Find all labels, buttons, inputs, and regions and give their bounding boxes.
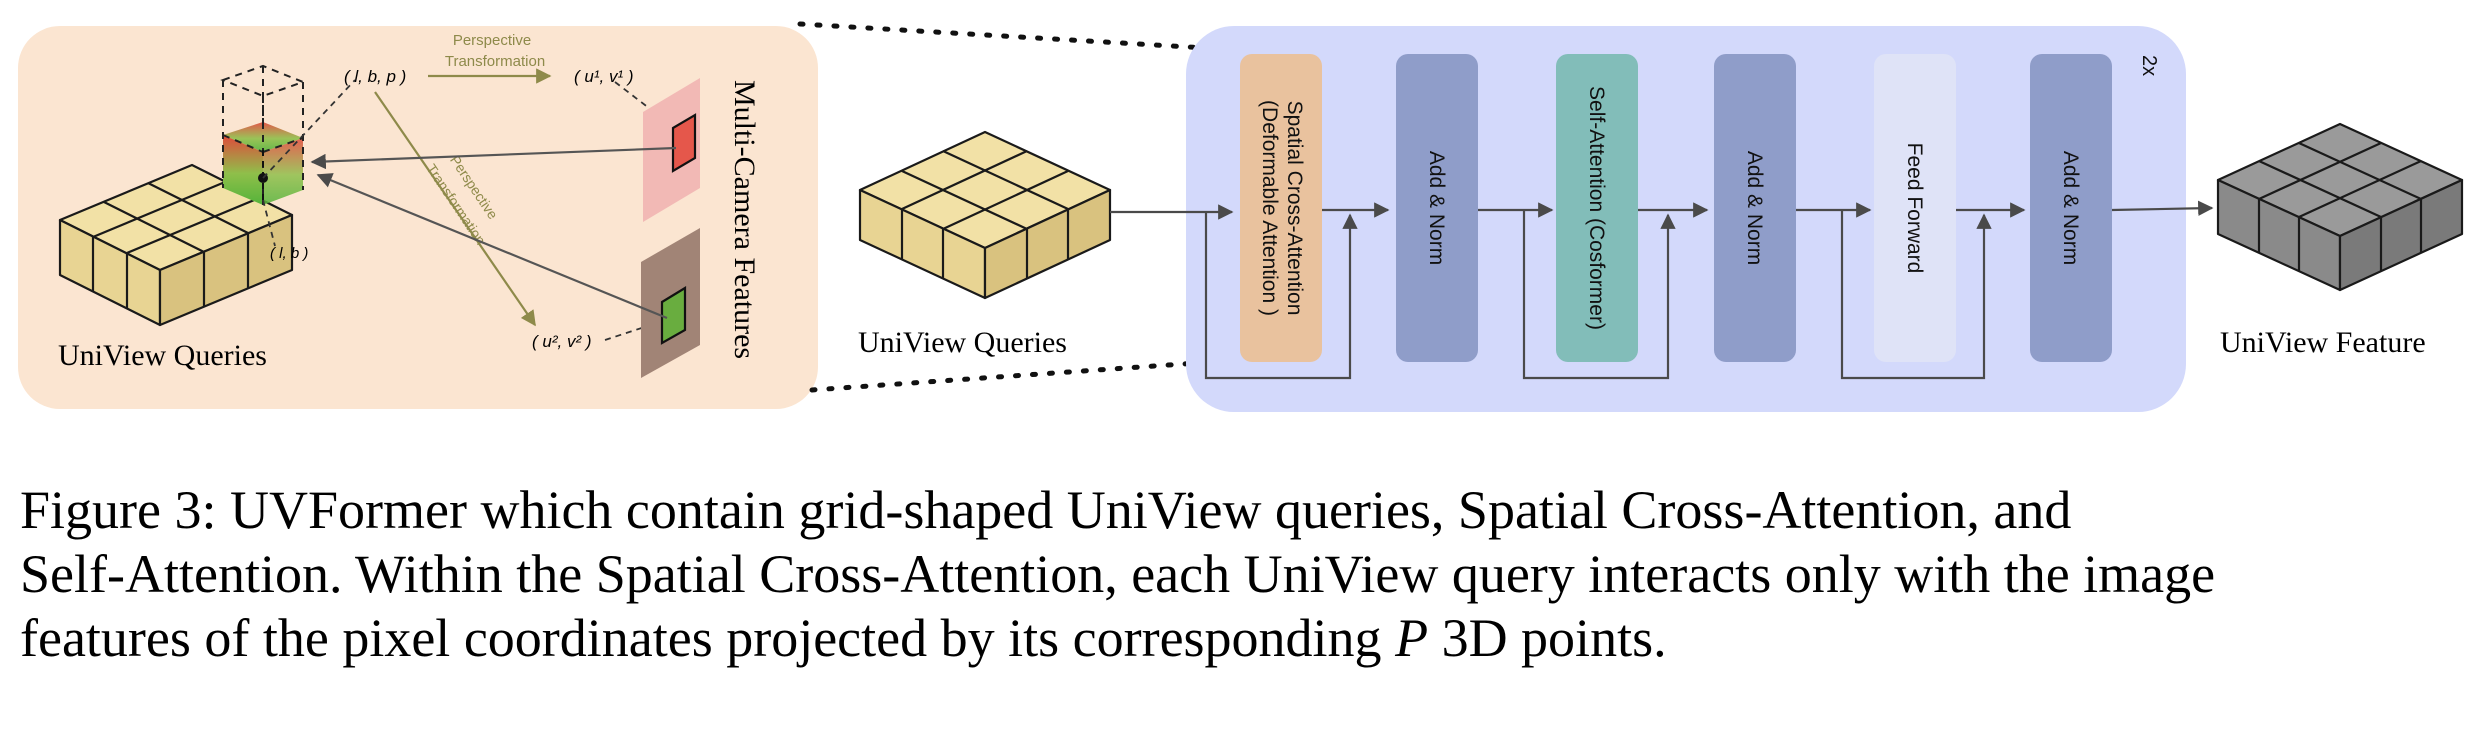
caption-line-3: features of the pixel coordinates projec… — [20, 606, 2460, 670]
left-queries-label: UniView Queries — [58, 339, 267, 372]
figure-caption: Figure 3: UVFormer which contain grid-sh… — [20, 478, 2460, 670]
add-norm-label-2: Add & Norm — [1743, 151, 1766, 265]
caption-line-2: Self-Attention. Within the Spatial Cross… — [20, 544, 2216, 604]
output-feature-label: UniView Feature — [2220, 326, 2426, 359]
left-panel — [18, 26, 818, 409]
output-feature-grid — [2216, 122, 2464, 292]
add-norm-label-1: Add & Norm — [1425, 151, 1448, 265]
zoom-line-bottom — [809, 357, 1243, 393]
feed-forward-label: Feed Forward — [1903, 143, 1926, 274]
feed-forward-block — [1874, 54, 1956, 362]
cell-label: ( l, b ) — [270, 245, 308, 262]
sample-arrow-2 — [316, 173, 668, 320]
caption-line-3-start: features of the pixel coordinates projec… — [20, 608, 1396, 668]
uv1-label: ( u¹, v¹ ) — [574, 67, 634, 86]
sca-label-2: (Deformable Attention ) — [1258, 100, 1281, 316]
self-attention-block — [1556, 54, 1638, 362]
query-pillar — [220, 64, 356, 247]
add-norm-block-3 — [2030, 54, 2112, 362]
caption-variable-p: P — [1395, 608, 1429, 668]
middle-queries-label: UniView Queries — [858, 326, 1067, 359]
sca-label-1: Spatial Cross-Attention — [1283, 101, 1306, 316]
zoom-line-top — [797, 21, 1243, 53]
architecture-diagram: UniView Queries ( l, b, p ) ( l, b ) Per… — [18, 21, 2464, 412]
encoder-connections — [1110, 200, 2214, 380]
camera-feature-1 — [643, 78, 700, 222]
camera-feature-2 — [641, 228, 700, 378]
transform-label-top-1: Perspective — [453, 32, 531, 49]
self-attention-label: Self-Attention (Cosformer) — [1585, 86, 1608, 330]
multi-camera-features-label: Multi-Camera Features — [728, 80, 761, 359]
add-norm-block-2 — [1714, 54, 1796, 362]
spatial-cross-attention-block — [1240, 54, 1322, 362]
point-label: ( l, b, p ) — [344, 67, 406, 86]
sample-arrow-1 — [310, 146, 677, 170]
repeat-label: 2x — [2138, 55, 2160, 76]
caption-line-1: Figure 3: UVFormer which contain grid-sh… — [20, 480, 2072, 540]
uv2-label: ( u², v² ) — [532, 332, 592, 351]
middle-query-grid — [858, 130, 1112, 300]
transform-label-top-2: Transformation — [445, 53, 545, 70]
add-norm-block-1 — [1396, 54, 1478, 362]
uv1-connector — [614, 81, 676, 129]
add-norm-label-3: Add & Norm — [2059, 151, 2082, 265]
transform-arrow-diag — [374, 91, 536, 327]
caption-line-3-end: 3D points. — [1428, 608, 1667, 668]
